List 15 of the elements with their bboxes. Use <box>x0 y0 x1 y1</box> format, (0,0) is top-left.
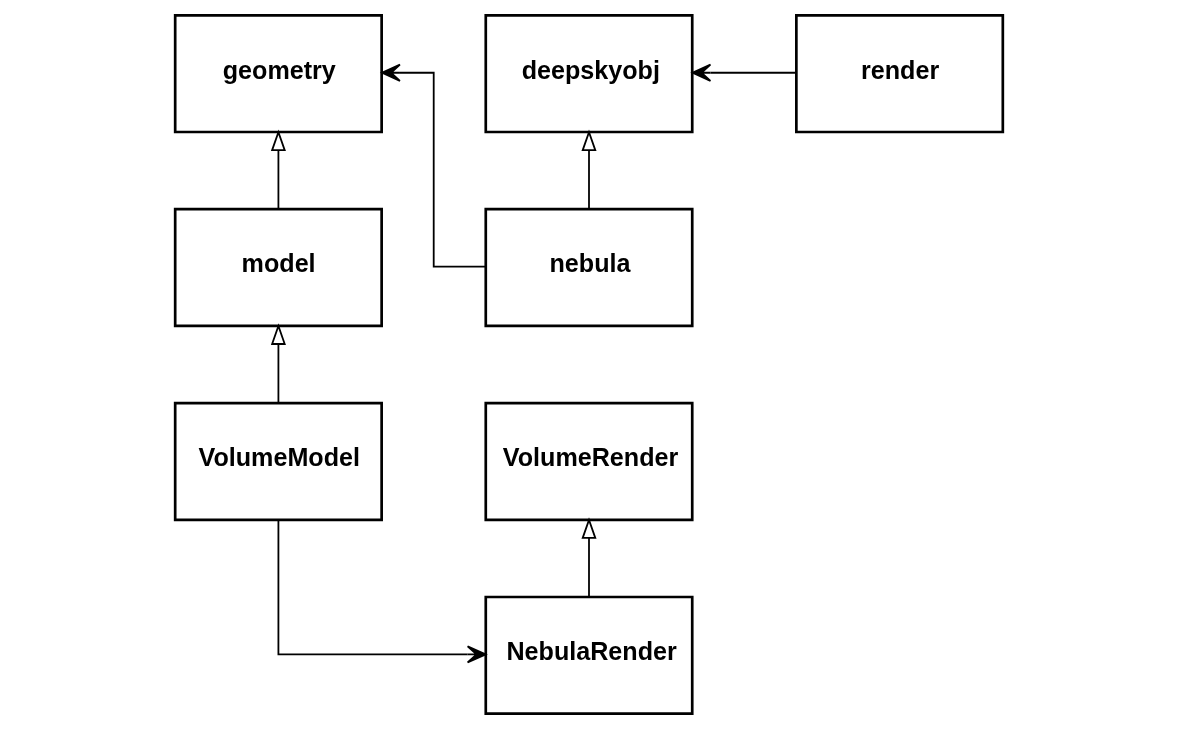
node-box: NebulaRender <box>484 595 694 716</box>
arrow <box>270 323 286 404</box>
node-box: model <box>173 207 383 328</box>
arrow <box>581 129 597 210</box>
arrow <box>691 63 798 82</box>
node-box: VolumeRender <box>484 401 694 522</box>
node-box: VolumeModel <box>173 401 383 522</box>
node-box: nebula <box>484 207 694 328</box>
arrow <box>381 63 487 268</box>
arrow <box>270 129 286 210</box>
arrow <box>581 517 597 598</box>
node-box: render <box>795 13 1005 134</box>
node-box: geometry <box>173 13 383 134</box>
node-box: deepskyobj <box>484 13 694 134</box>
arrow <box>277 519 487 664</box>
